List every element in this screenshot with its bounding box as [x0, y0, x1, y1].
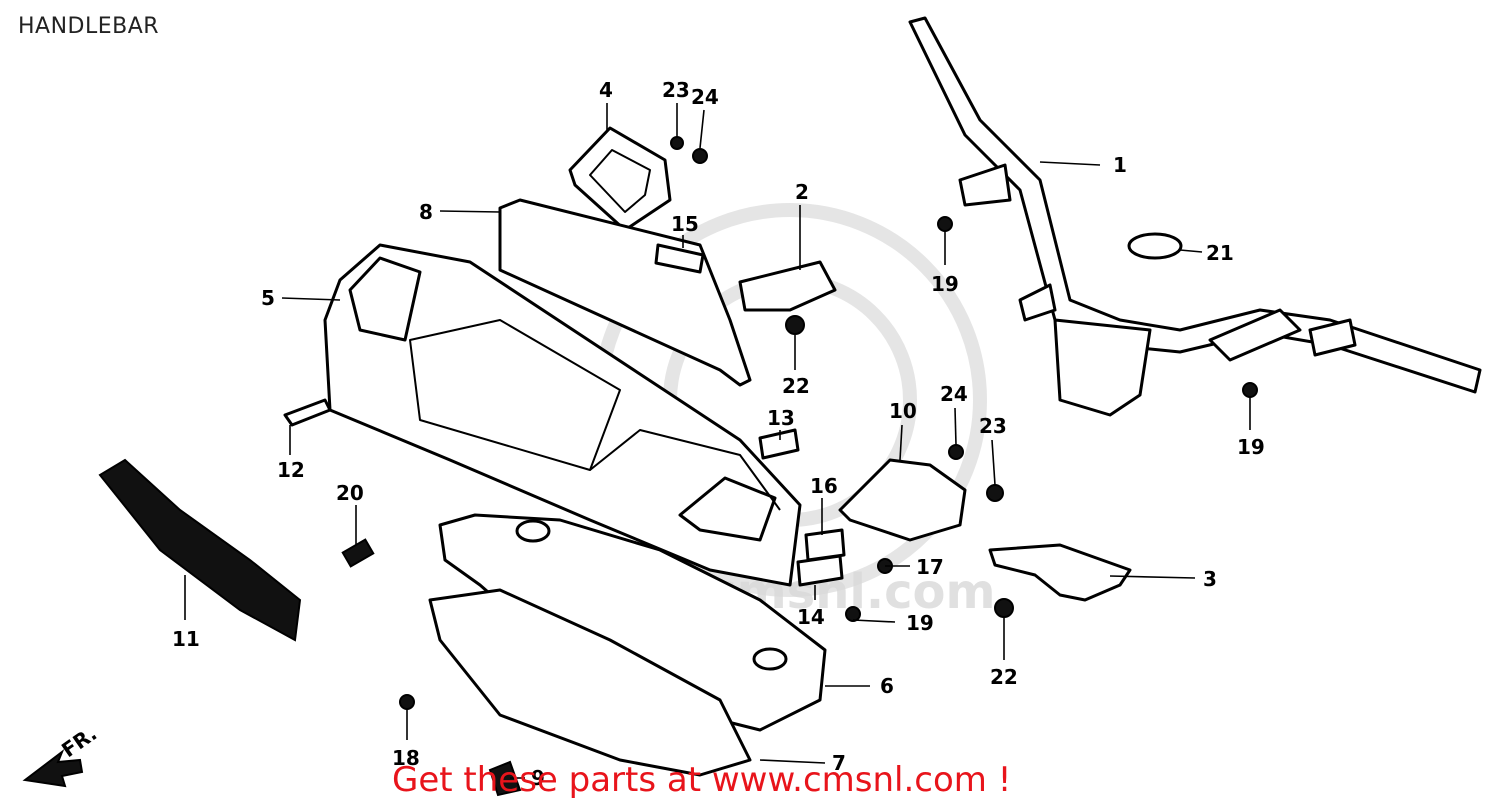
part-under-cover — [428, 588, 752, 777]
part-emblem-strip — [98, 458, 302, 642]
callout-23-lower: 23 — [979, 414, 1007, 438]
part-nut-21 — [1127, 232, 1183, 260]
part-cover-right — [838, 458, 967, 542]
callout-17: 17 — [916, 555, 944, 579]
part-pad-16 — [804, 528, 846, 562]
callout-18: 18 — [392, 746, 420, 770]
callout-10: 10 — [889, 399, 917, 423]
callout-20: 20 — [336, 481, 364, 505]
callout-23-upper: 23 — [662, 78, 690, 102]
callout-19-right: 19 — [1237, 435, 1265, 459]
callout-12: 12 — [277, 458, 305, 482]
callout-5: 5 — [261, 286, 275, 310]
fasteners — [341, 136, 1258, 710]
part-rear-handle-cover — [438, 513, 827, 732]
callout-14: 14 — [797, 605, 825, 629]
callout-2: 2 — [795, 180, 809, 204]
part-bracket-lower — [988, 543, 1132, 602]
diagram-title: HANDLEBAR — [18, 14, 160, 39]
callout-3: 3 — [1203, 567, 1217, 591]
callout-16: 16 — [810, 474, 838, 498]
callout-24-upper: 24 — [691, 85, 719, 109]
part-cover-upper — [568, 126, 672, 232]
callout-24-lower: 24 — [940, 382, 968, 406]
callout-7: 7 — [832, 751, 846, 775]
callout-6: 6 — [880, 674, 894, 698]
callout-1: 1 — [1113, 153, 1127, 177]
callout-4: 4 — [599, 78, 613, 102]
callout-8: 8 — [419, 200, 433, 224]
part-bracket-upper — [738, 260, 837, 312]
part-front-handle-cover — [323, 243, 802, 587]
callout-21: 21 — [1206, 241, 1234, 265]
part-handlebar-pipe — [908, 16, 1482, 417]
callout-9: 9 — [531, 766, 545, 790]
callout-11: 11 — [172, 627, 200, 651]
part-pad-13 — [758, 428, 800, 460]
callout-labels: 1 2 3 4 5 6 7 8 9 10 11 12 13 14 15 16 1… — [172, 78, 1265, 790]
promo-link-text[interactable]: Get these parts at www.cmsnl.com ! — [392, 760, 1012, 800]
front-direction-arrow: FR. — [22, 721, 101, 788]
callout-22-lower: 22 — [990, 665, 1018, 689]
callout-15: 15 — [671, 212, 699, 236]
part-pad-15 — [654, 243, 705, 274]
leader-lines — [184, 103, 1251, 779]
callout-22-upper: 22 — [782, 374, 810, 398]
direction-label: FR. — [57, 721, 101, 762]
callout-19-upper: 19 — [931, 272, 959, 296]
part-screw-12 — [283, 398, 332, 427]
part-clip — [488, 760, 522, 797]
callout-19-lower: 19 — [906, 611, 934, 635]
callout-13: 13 — [767, 406, 795, 430]
part-meter-lens — [498, 198, 752, 387]
